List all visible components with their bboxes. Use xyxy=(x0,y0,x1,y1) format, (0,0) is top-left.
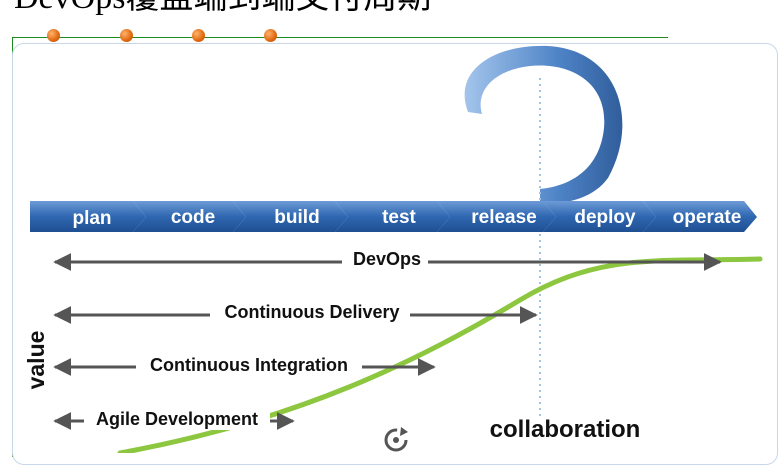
continuous-integration-label: Continuous Integration xyxy=(150,355,348,375)
bullet-dot xyxy=(120,29,133,42)
devops-span-label: DevOps xyxy=(353,249,421,269)
stage-label-build: build xyxy=(274,207,319,228)
label-backdrop xyxy=(210,300,410,324)
agile-development-label: Agile Development xyxy=(96,409,258,429)
stage-label-deploy: deploy xyxy=(574,207,636,228)
stage-chevron-plan xyxy=(30,201,146,232)
label-backdrop xyxy=(136,352,362,376)
stage-label-code: code xyxy=(171,207,215,228)
bullet-dot xyxy=(47,29,60,42)
label-backdrop xyxy=(342,248,428,270)
release-swirl xyxy=(464,45,623,204)
stage-label-test: test xyxy=(382,207,416,228)
refresh-icon xyxy=(384,427,408,452)
stage-chevron-operate xyxy=(643,201,757,232)
stage-chevron-deploy xyxy=(543,201,656,232)
stage-label-plan: plan xyxy=(72,208,111,229)
stage-chevron-code xyxy=(133,201,246,232)
devops-diagram: plan code build test release deploy oper… xyxy=(23,45,763,453)
stage-label-release: release xyxy=(471,207,537,228)
continuous-delivery-label: Continuous Delivery xyxy=(224,302,399,322)
stage-chevron-release xyxy=(437,201,556,232)
stage-chevron-test xyxy=(335,201,450,232)
stage-chevron-build xyxy=(233,201,348,232)
bullet-dot xyxy=(192,29,205,42)
stage-label-operate: operate xyxy=(673,207,742,228)
collaboration-label: collaboration xyxy=(490,416,641,443)
value-axis-label: value xyxy=(23,331,49,390)
pipeline-chevrons xyxy=(30,201,757,232)
slide-title: DevOps覆盖端到端交付周期 xyxy=(14,0,431,18)
label-backdrop xyxy=(84,406,270,430)
bullet-dot xyxy=(264,29,277,42)
title-rule xyxy=(12,37,668,38)
